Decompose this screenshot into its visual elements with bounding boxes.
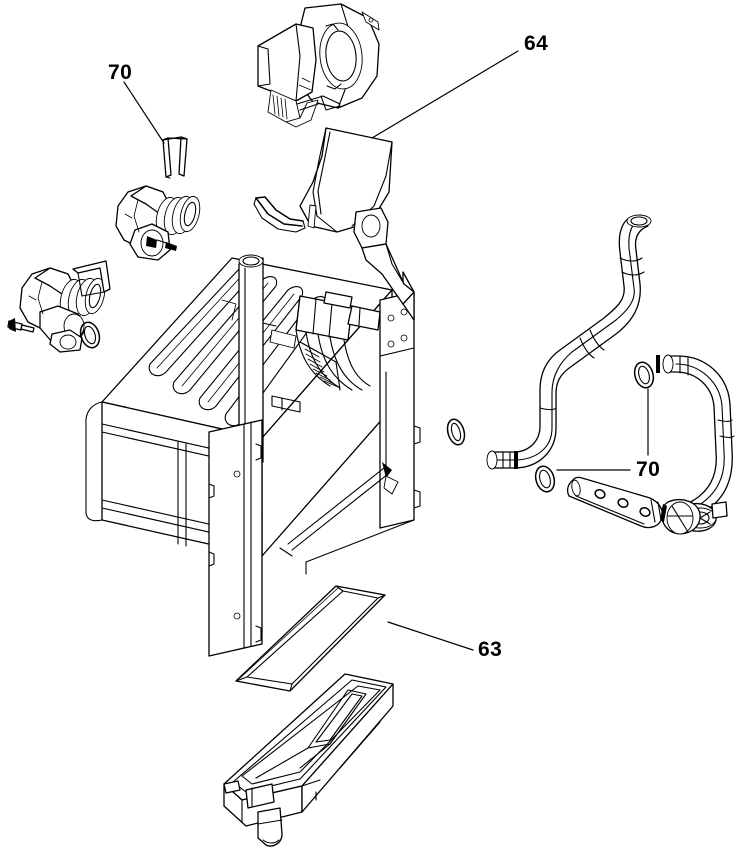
support-post	[238, 254, 264, 469]
curved-shroud	[253, 127, 393, 233]
callout-number-70-right: 70	[636, 458, 661, 481]
callout-number-63: 63	[478, 638, 503, 661]
elbow-connector-upper	[115, 185, 201, 261]
leader-lines	[123, 50, 649, 651]
leader-70-upper-left	[123, 81, 165, 144]
leader-63	[387, 621, 474, 651]
mounting-bracket-right	[279, 207, 421, 575]
drain-pan	[223, 673, 394, 847]
mounting-bracket-left	[208, 419, 263, 657]
leader-64	[371, 50, 519, 139]
callout-number-64: 64	[524, 32, 549, 55]
o-ring-seal	[534, 361, 655, 493]
coolant-hose-left	[446, 214, 652, 470]
flat-gasket-panel	[235, 585, 386, 692]
coolant-hose-right	[656, 354, 735, 535]
elbow-connector-lower	[7, 260, 111, 353]
retaining-clip	[162, 136, 188, 179]
callout-number-70-upper-left: 70	[108, 61, 133, 84]
blower-housing	[257, 3, 380, 128]
manifold-tube	[566, 476, 667, 529]
